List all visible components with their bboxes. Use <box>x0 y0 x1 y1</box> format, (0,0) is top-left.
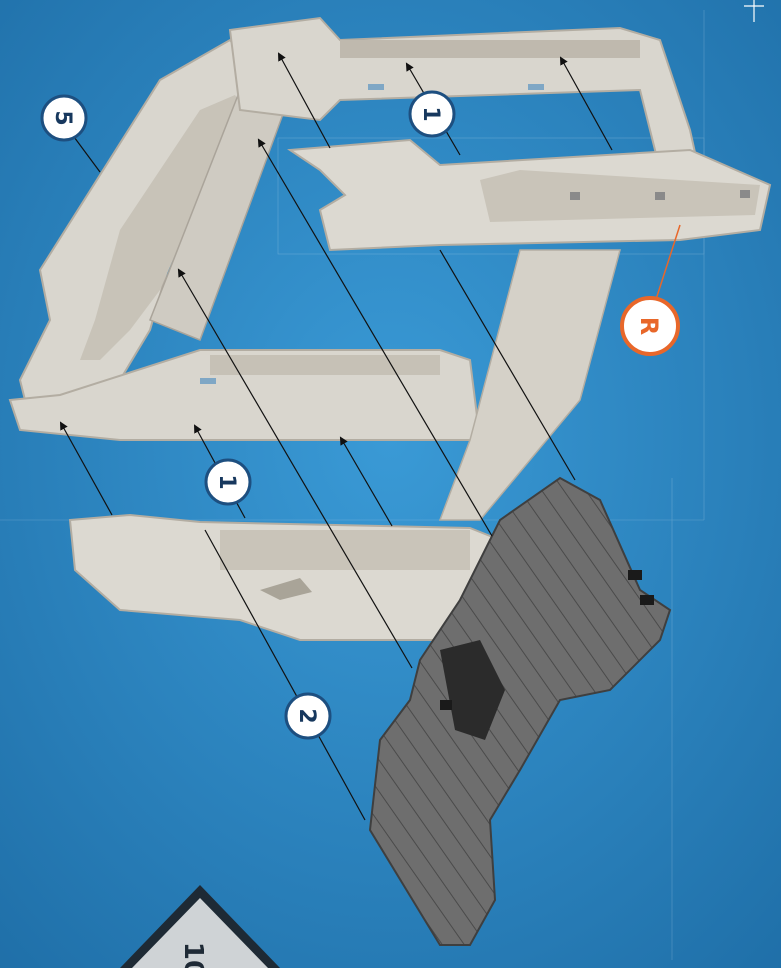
callout-5-label: 5 <box>50 110 75 125</box>
callout-1-bottom: 1 <box>206 460 250 504</box>
callout-1-top: 1 <box>410 92 454 136</box>
callout-5: 5 <box>42 96 86 140</box>
callout-R: R <box>622 298 678 354</box>
page-number: 10 <box>178 942 208 968</box>
callout-R-label: R <box>635 317 663 335</box>
callout-1-bottom-label: 1 <box>214 474 239 489</box>
callout-2: 2 <box>286 694 330 738</box>
callout-1-top-label: 1 <box>418 106 443 121</box>
callout-2-label: 2 <box>294 708 319 723</box>
